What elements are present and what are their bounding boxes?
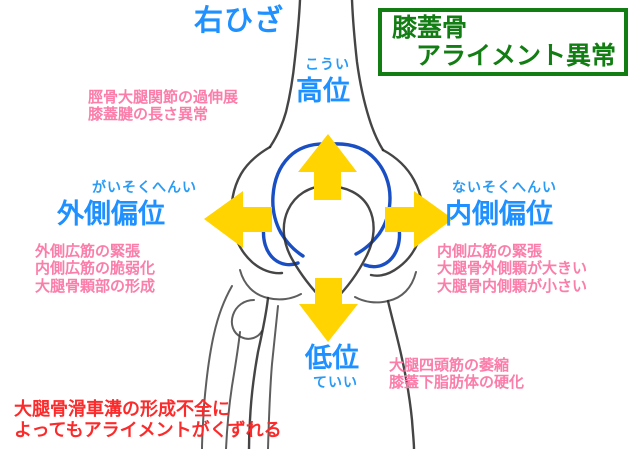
tibial-plateau-left-outline — [239, 269, 302, 301]
arrow-left-lateral — [204, 191, 272, 248]
fibula-shaft-outline — [225, 331, 241, 449]
note-inferior-causes: 大腿四頭筋の萎縮 膝蓋下脂肪体の硬化 — [389, 356, 525, 392]
femur-shaft-left-outline — [268, 0, 302, 149]
furigana-inferior: ていい — [313, 375, 358, 391]
note-trochlear-dysplasia: 大腿骨滑車溝の形成不全に よってもアライメントがくずれる — [14, 399, 282, 441]
title-line-2: アライメント異常 — [416, 41, 617, 70]
trochlear-groove-inferior-left-line — [261, 223, 300, 267]
tibial-plateau-right-outline — [354, 271, 417, 304]
soft-tissue-contour-left — [201, 285, 233, 449]
note-lateral-causes: 外側広筋の緊張 内側広筋の脆弱化 大腿骨顆部の形成 — [35, 242, 156, 295]
arrow-right-medial — [385, 191, 453, 248]
furigana-superior: こうい — [305, 57, 350, 73]
note-medial-causes: 内側広筋の緊張 大腿骨外側顆が大きい 大腿骨内側顆が小さい — [437, 242, 588, 295]
label-medial-displacement: 内側偏位 — [445, 199, 553, 230]
arrow-down-inferior — [299, 278, 358, 342]
furigana-lateral: がいそくへんい — [92, 180, 197, 196]
trochlear-groove-lateral-line — [271, 142, 332, 258]
arrow-up-superior — [298, 134, 357, 200]
furigana-medial: ないそくへんい — [452, 180, 557, 196]
title-box: 膝蓋骨 アライメント異常 — [378, 8, 628, 76]
fibular-head-outline — [230, 299, 263, 340]
tibia-shaft-left-outline — [247, 296, 270, 449]
trochlear-groove-inferior-right-line — [363, 225, 402, 269]
title-line-1: 膝蓋骨 — [392, 13, 468, 42]
tibia-inner-border-line — [267, 305, 279, 449]
note-superior-causes: 脛骨大腿関節の過伸展 膝蓋腱の長さ異常 — [88, 88, 239, 124]
label-inferior-displacement: 低位 — [305, 343, 359, 374]
label-lateral-displacement: 外側偏位 — [57, 199, 165, 230]
label-superior-displacement: 高位 — [296, 76, 350, 107]
label-right-knee: 右ひざ — [194, 3, 285, 37]
femur-shaft-right-outline — [350, 0, 385, 152]
tibia-shaft-right-outline — [386, 299, 416, 449]
